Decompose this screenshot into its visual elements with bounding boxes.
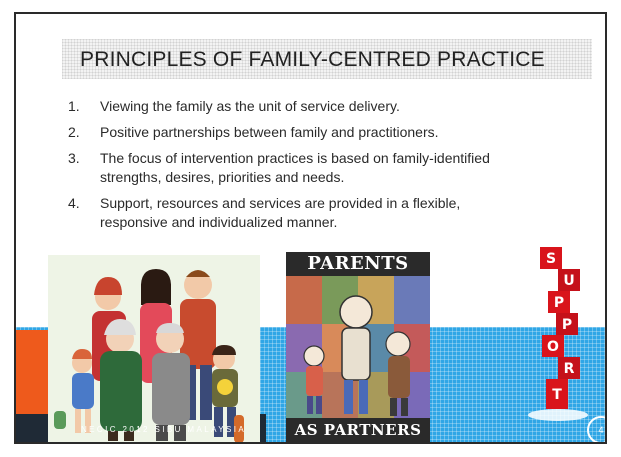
support-blocks-icon: S U P P O R T: [528, 247, 588, 421]
support-letter-s: S: [546, 251, 556, 267]
parents-as-partners-poster: PARENTS AS PARTNERS: [286, 252, 430, 442]
list-item-number: 2.: [68, 124, 80, 140]
list-item-text-continued: strengths, desires, priorities and needs…: [100, 169, 345, 185]
support-letter-p1: P: [554, 295, 564, 311]
family-illustration: [48, 255, 260, 442]
support-letter-r: R: [564, 361, 575, 377]
list-item-text: Support, resources and services are prov…: [100, 195, 461, 211]
family-icon: [48, 255, 260, 442]
principles-list: 1. Viewing the family as the unit of ser…: [68, 97, 605, 239]
list-item-number: 4.: [68, 195, 80, 211]
list-item-text: Positive partnerships between family and…: [100, 124, 439, 140]
parents-poster-icon: [286, 252, 430, 442]
support-letter-p2: P: [562, 317, 572, 333]
support-letter-u: U: [563, 273, 574, 289]
list-item: 1. Viewing the family as the unit of ser…: [68, 97, 605, 116]
list-item: 3. The focus of intervention practices i…: [68, 149, 605, 187]
parents-poster-bottom-label: AS PARTNERS: [286, 418, 430, 442]
parents-poster-top-label: PARENTS: [286, 252, 430, 276]
list-item-text: Viewing the family as the unit of servic…: [100, 98, 400, 114]
page-number: 4: [587, 416, 605, 442]
list-item: 2. Positive partnerships between family …: [68, 123, 605, 142]
list-item: 4. Support, resources and services are p…: [68, 194, 605, 232]
list-item-text: The focus of intervention practices is b…: [100, 150, 490, 166]
slide-title: PRINCIPLES OF FAMILY-CENTRED PRACTICE: [80, 48, 545, 71]
support-letter-t: T: [552, 387, 562, 403]
footer-text: NECIC 2012 SIBU MALAYSIA: [81, 425, 247, 434]
list-item-number: 1.: [68, 98, 80, 114]
support-letter-o: O: [547, 339, 559, 355]
list-item-number: 3.: [68, 150, 80, 166]
list-item-text-continued: responsive and individualized manner.: [100, 214, 338, 230]
title-box: PRINCIPLES OF FAMILY-CENTRED PRACTICE: [62, 39, 592, 79]
support-blocks-illustration: S U P P O R T: [518, 247, 598, 423]
slide-frame: PRINCIPLES OF FAMILY-CENTRED PRACTICE 1.…: [14, 12, 607, 444]
